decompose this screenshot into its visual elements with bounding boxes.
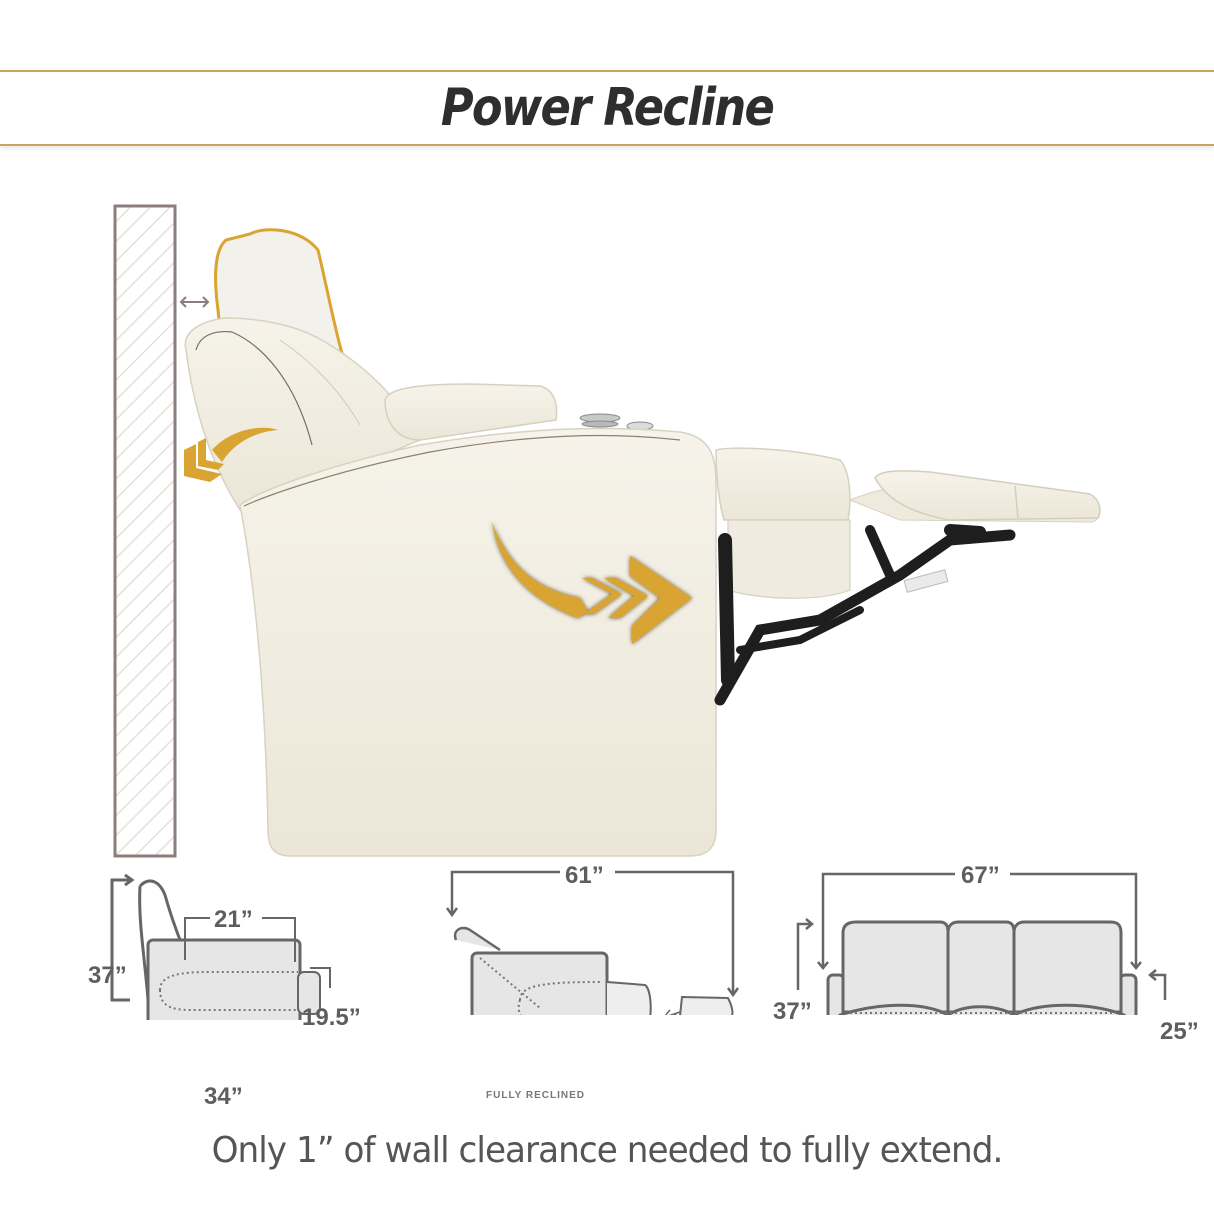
recliner-hero-illustration [0,180,1214,880]
wall-clearance-note: Only 1” of wall clearance needed to full… [211,1130,1004,1171]
page-title: Power Recline [440,78,775,138]
wall [113,204,177,858]
dim-height-37-front: 37” [773,998,812,1025]
dim-arm-height-25: 25” [1160,1018,1199,1045]
footrest [848,470,1101,523]
seat-cushion [715,447,851,599]
wall-clearance-arrow-icon [179,296,210,308]
footrest-extend-arrow-icon [492,522,692,644]
cupholder-icon [579,413,654,431]
dim-length-61: 61” [565,862,604,889]
dim-width-67: 67” [961,862,1000,889]
dim-seat-height-19-5: 19.5” [302,1004,361,1031]
armrest-cushion [384,383,558,441]
recline-mechanism [714,524,1016,706]
caption-fully-reclined: FULLY RECLINED [486,1090,586,1101]
dim-depth-34: 34” [204,1083,243,1110]
backrest-recline-arrow-icon [184,427,278,482]
chair-side-panel [239,427,717,857]
dim-seat-depth-21: 21” [214,906,253,933]
dim-height-37: 37” [88,962,127,989]
title-band [0,70,1214,146]
